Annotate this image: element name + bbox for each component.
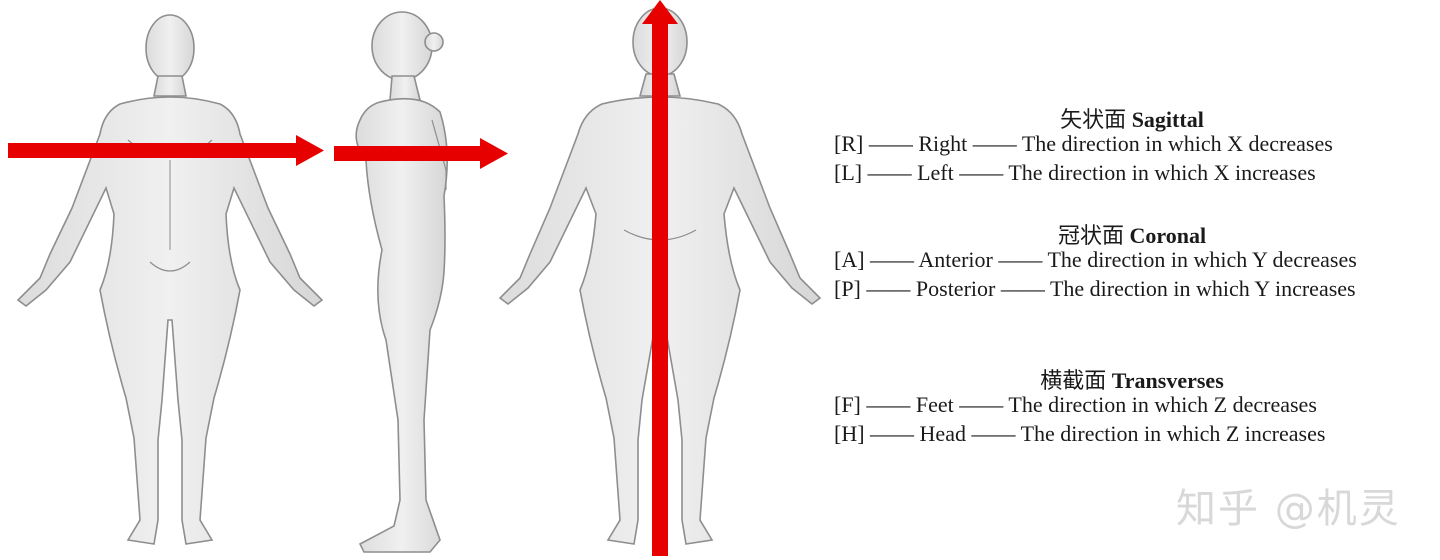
sagittal-title: 矢状面 Sagittal xyxy=(1060,107,1204,132)
sagittal-arrow-front xyxy=(8,135,324,166)
transverse-title: 横截面 Transverses xyxy=(1040,368,1224,393)
sagittal-line-left: [L] —— Left —— The direction in which X … xyxy=(834,160,1316,185)
transverse-line-feet: [F] —— Feet —— The direction in which Z … xyxy=(834,392,1317,417)
coronal-line-posterior: [P] —— Posterior —— The direction in whi… xyxy=(834,276,1356,301)
transverse-line-head: [H] —— Head —— The direction in which Z … xyxy=(834,421,1326,446)
transverse-arrow-back xyxy=(642,0,678,556)
coronal-title: 冠状面 Coronal xyxy=(1057,223,1207,248)
sagittal-line-right: [R] —— Right —— The direction in which X… xyxy=(834,131,1333,156)
watermark: 知乎 @机灵 xyxy=(1176,486,1401,532)
sagittal-arrow-side xyxy=(334,138,508,169)
front-body-figure xyxy=(16,14,324,545)
coronal-line-anterior: [A] —— Anterior —— The direction in whic… xyxy=(834,247,1357,272)
anatomical-figures xyxy=(8,0,822,556)
side-body-figure xyxy=(355,11,448,553)
